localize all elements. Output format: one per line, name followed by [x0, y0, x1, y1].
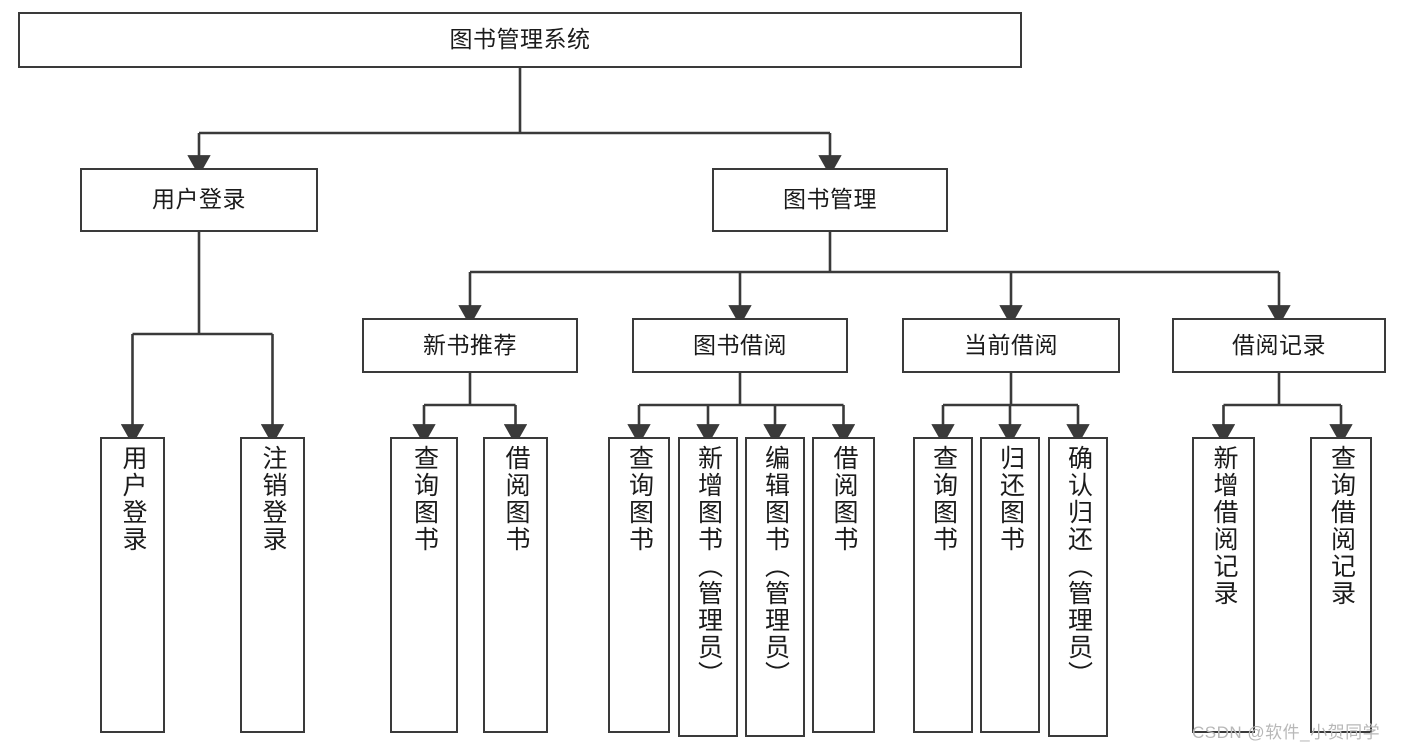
node-new-book-rec[interactable]: 新书推荐	[362, 318, 578, 373]
node-label-new-book-rec: 新书推荐	[423, 331, 517, 358]
node-leaf-user-logout[interactable]: 注销登录	[240, 437, 305, 733]
node-label-leaf-rec-add: 新增借阅记录	[1210, 445, 1238, 607]
node-label-leaf-cur-query: 查询图书	[929, 445, 958, 553]
node-label-leaf-book-borrow: 借阅图书	[830, 445, 858, 553]
node-label-leaf-book-add: 新增图书（管理员）	[694, 445, 723, 688]
node-book-borrow[interactable]: 图书借阅	[632, 318, 848, 373]
edge-group	[120, 68, 1353, 445]
node-label-leaf-rec-search: 查询借阅记录	[1327, 445, 1356, 607]
node-borrow-record[interactable]: 借阅记录	[1172, 318, 1386, 373]
node-label-user-login: 用户登录	[152, 186, 246, 213]
node-label-leaf-rec-query: 查询图书	[410, 445, 439, 553]
node-label-leaf-rec-borrow: 借阅图书	[502, 445, 530, 553]
node-leaf-rec-borrow[interactable]: 借阅图书	[483, 437, 548, 733]
node-label-root: 图书管理系统	[449, 26, 591, 53]
node-leaf-rec-search[interactable]: 查询借阅记录	[1310, 437, 1372, 733]
node-label-leaf-book-edit: 编辑图书（管理员）	[761, 445, 790, 688]
node-leaf-book-borrow[interactable]: 借阅图书	[812, 437, 875, 733]
node-label-current-borrow: 当前借阅	[964, 331, 1058, 358]
node-label-leaf-cur-return: 归还图书	[996, 445, 1025, 553]
node-leaf-rec-add[interactable]: 新增借阅记录	[1192, 437, 1255, 733]
node-leaf-rec-query[interactable]: 查询图书	[390, 437, 458, 733]
node-leaf-borrow-query[interactable]: 查询图书	[608, 437, 670, 733]
node-label-book-borrow: 图书借阅	[693, 331, 787, 358]
node-root[interactable]: 图书管理系统	[18, 12, 1022, 68]
node-label-leaf-user-login: 用户登录	[119, 445, 147, 553]
node-label-leaf-user-logout: 注销登录	[259, 445, 287, 553]
node-leaf-cur-query[interactable]: 查询图书	[913, 437, 973, 733]
node-book-manage[interactable]: 图书管理	[712, 168, 948, 232]
node-leaf-book-add[interactable]: 新增图书（管理员）	[678, 437, 738, 737]
node-leaf-book-edit[interactable]: 编辑图书（管理员）	[745, 437, 805, 737]
node-label-borrow-record: 借阅记录	[1232, 331, 1326, 358]
node-current-borrow[interactable]: 当前借阅	[902, 318, 1120, 373]
node-leaf-cur-confirm[interactable]: 确认归还（管理员）	[1048, 437, 1108, 737]
node-leaf-user-login[interactable]: 用户登录	[100, 437, 165, 733]
node-label-book-manage: 图书管理	[783, 186, 877, 213]
node-label-leaf-borrow-query: 查询图书	[625, 445, 654, 553]
node-leaf-cur-return[interactable]: 归还图书	[980, 437, 1040, 733]
node-user-login[interactable]: 用户登录	[80, 168, 318, 232]
node-label-leaf-cur-confirm: 确认归还（管理员）	[1064, 445, 1093, 688]
